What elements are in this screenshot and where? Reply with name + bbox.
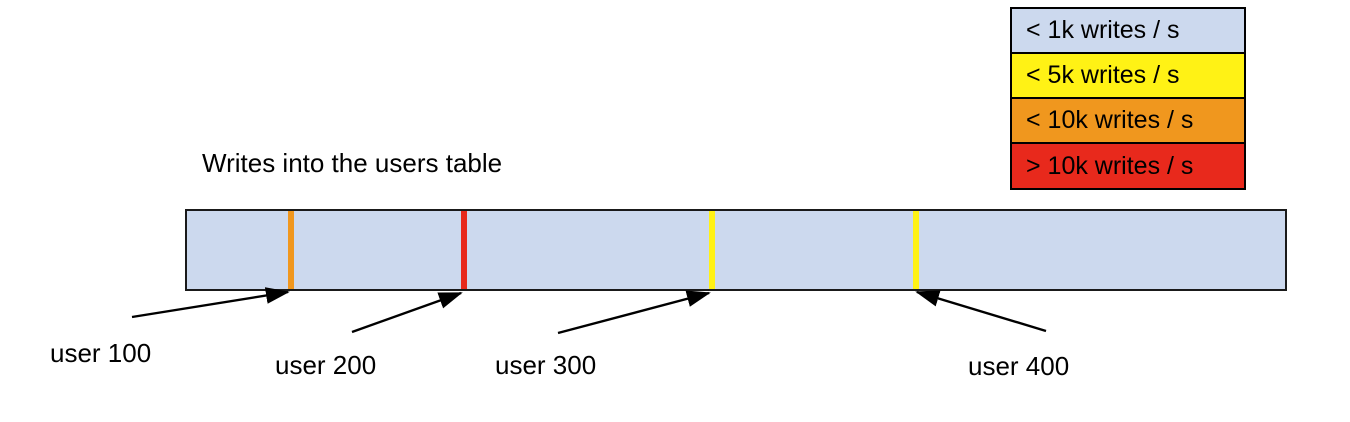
callout-line-user-100 [131, 287, 290, 319]
legend-item-lt-5k: < 5k writes / s [1012, 54, 1244, 99]
legend-item-label: > 10k writes / s [1026, 151, 1194, 180]
band-marker-user-100 [288, 211, 294, 289]
callout-label-user-300: user 300 [495, 350, 597, 380]
callout-line-user-200 [351, 291, 463, 334]
legend-item-lt-1k: < 1k writes / s [1012, 9, 1244, 54]
legend-item-label: < 10k writes / s [1026, 106, 1194, 134]
legend-item-label: < 5k writes / s [1026, 61, 1180, 89]
callout-label-user-400: user 400 [968, 351, 1070, 381]
band-marker-user-200 [461, 211, 467, 289]
callout-line-user-300 [557, 290, 711, 335]
legend-item-label: < 1k writes / s [1026, 16, 1180, 44]
callout-label-user-200: user 200 [275, 350, 377, 380]
callout-label-user-100: user 100 [50, 338, 152, 368]
legend: < 1k writes / s < 5k writes / s < 10k wr… [1010, 7, 1246, 190]
legend-item-lt-10k: < 10k writes / s [1012, 99, 1244, 144]
band-marker-user-300 [709, 211, 715, 289]
legend-item-gt-10k: > 10k writes / s [1012, 144, 1244, 188]
band-marker-user-400 [913, 211, 919, 289]
chart-title: Writes into the users table [202, 148, 503, 178]
callout-line-user-400 [915, 290, 1047, 333]
users-table-band [185, 209, 1287, 291]
